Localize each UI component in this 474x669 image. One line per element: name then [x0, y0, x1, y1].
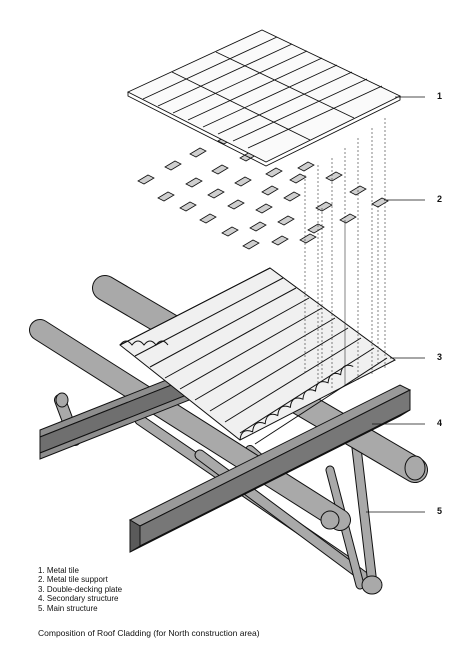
figure-caption: Composition of Roof Cladding (for North …: [38, 628, 260, 638]
callout-4: 4: [437, 418, 443, 428]
tile-support-row: [199, 191, 333, 224]
tile-support-row: [221, 213, 357, 237]
node: [320, 510, 340, 530]
node: [404, 455, 426, 481]
tile-support-row: [179, 173, 307, 212]
main-structure: [29, 275, 428, 595]
callout-5: 5: [437, 506, 443, 516]
tile-support-row: [242, 185, 389, 250]
metal-tiles: [126, 29, 402, 167]
brace-tube: [351, 431, 376, 584]
chord-tube: [30, 320, 350, 530]
callout-2: 2: [437, 194, 443, 204]
legend-item: 2. Metal tile support: [38, 575, 108, 585]
leader-lines: [366, 96, 425, 513]
double-decking-plate: [119, 267, 396, 445]
legend-item: 4. Secondary structure: [38, 594, 119, 604]
callout-3: 3: [437, 352, 443, 362]
tile-sheet: [126, 29, 402, 163]
legend-item: 5. Main structure: [38, 603, 98, 613]
callout-1: 1: [437, 91, 443, 101]
legend: 1. Metal tile 2. Metal tile support 3. D…: [38, 566, 122, 613]
legend-item: 3. Double-decking plate: [38, 584, 123, 594]
node: [55, 392, 69, 408]
legend-item: 1. Metal tile: [38, 566, 79, 575]
alignment-lines: [304, 118, 386, 390]
node: [361, 575, 383, 595]
